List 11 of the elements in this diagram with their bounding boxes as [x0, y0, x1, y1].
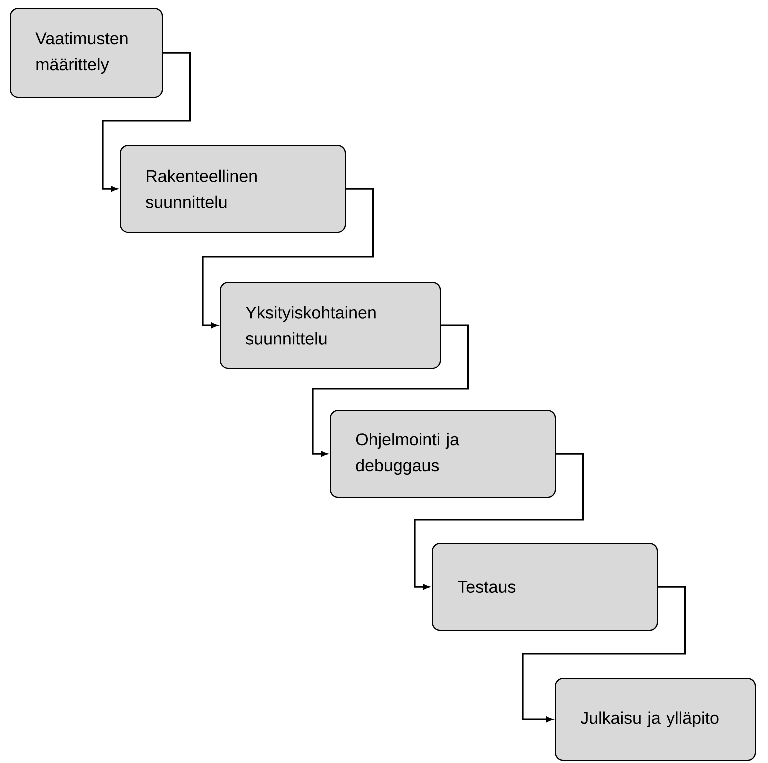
process-box: Vaatimusten määrittely	[10, 8, 164, 98]
process-box: Rakenteellinen suunnittelu	[120, 145, 346, 234]
connector-arrow	[102, 52, 191, 192]
connector-arrow	[202, 188, 374, 328]
process-box: Yksityiskohtainen suunnittelu	[220, 282, 442, 370]
connector-arrow	[414, 453, 584, 590]
process-box: Testaus	[432, 543, 658, 632]
connector-arrow	[312, 324, 469, 457]
process-box: Ohjelmointi ja debuggaus	[330, 410, 556, 498]
connector-arrow	[522, 586, 686, 722]
process-box: Julkaisu ja ylläpito	[555, 678, 756, 762]
